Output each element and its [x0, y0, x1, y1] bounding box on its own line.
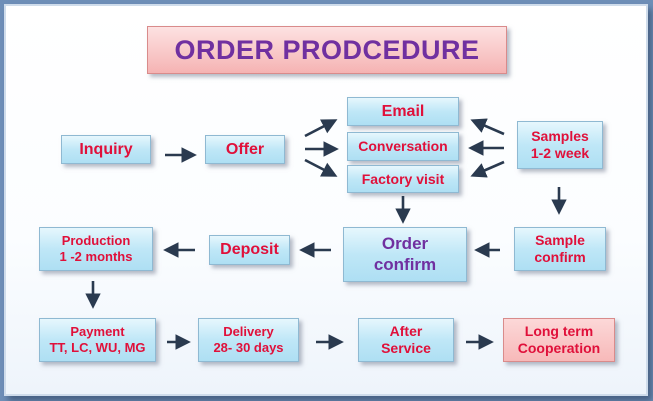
step-delivery: Delivery 28- 30 days [198, 318, 299, 362]
step-after-service: After Service [358, 318, 454, 362]
arrow-offer-factory [304, 158, 338, 177]
step-inquiry: Inquiry [61, 135, 151, 164]
arrow-offer-email [304, 119, 338, 138]
step-long-term-cooperation: Long term Cooperation [503, 318, 615, 362]
step-conversation: Conversation [347, 132, 459, 161]
page-title: ORDER PRODCEDURE [147, 26, 507, 74]
arrow-samples-factory [470, 160, 505, 178]
step-samples: Samples 1-2 week [517, 121, 603, 169]
step-sample-confirm: Sample confirm [514, 227, 606, 271]
step-offer: Offer [205, 135, 285, 164]
step-deposit: Deposit [209, 235, 290, 265]
step-order-confirm: Order confirm [343, 227, 467, 282]
step-factory-visit: Factory visit [347, 165, 459, 193]
step-payment: Payment TT, LC, WU, MG [39, 318, 156, 362]
arrow-samples-email [470, 118, 505, 136]
step-production: Production 1 -2 months [39, 227, 153, 271]
step-email: Email [347, 97, 459, 126]
